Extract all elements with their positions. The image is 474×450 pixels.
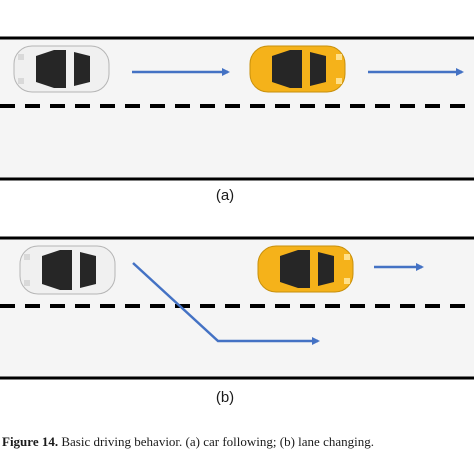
ego-car-b [19, 245, 116, 295]
panel-a-label: (a) [215, 187, 235, 204]
figure-number: Figure 14. [2, 434, 59, 449]
caption-text: Basic driving behavior. (a) car followin… [61, 434, 374, 449]
figure-caption: Figure 14. Basic driving behavior. (a) c… [2, 434, 374, 450]
lane-change-arrow [132, 262, 320, 345]
ego-car-a [13, 45, 110, 93]
panel-b-label: (b) [215, 389, 235, 406]
lead-car-b [257, 245, 354, 293]
lead-car-a [249, 45, 346, 93]
